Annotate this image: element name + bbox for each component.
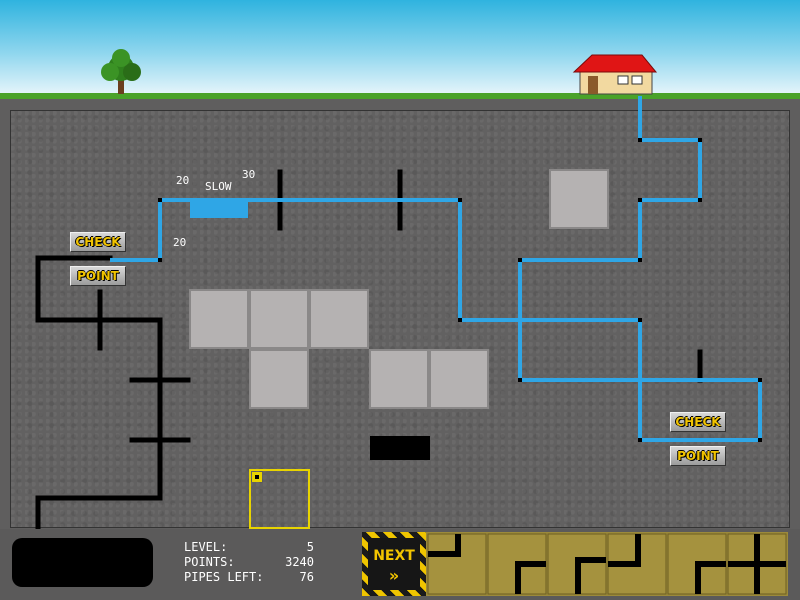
point-button-left[interactable]: POINT xyxy=(70,266,126,286)
queue-tile-1 xyxy=(427,533,487,595)
slow-right-value: 30 xyxy=(242,168,256,181)
black-block xyxy=(370,436,430,460)
points-label: POINTS: xyxy=(184,555,235,569)
obstacle-block xyxy=(549,169,609,229)
point-button-right[interactable]: POINT xyxy=(670,446,726,466)
slow-below-value: 20 xyxy=(173,236,187,249)
obstacle-blocks xyxy=(189,169,609,409)
obstacle-block xyxy=(249,289,309,349)
points-value: 3240 xyxy=(285,555,314,569)
pipes-left-label: PIPES LEFT: xyxy=(184,570,264,584)
queue-tile-3 xyxy=(547,533,607,595)
queue-tile-5 xyxy=(667,533,727,595)
obstacle-block xyxy=(249,349,309,409)
queue-tile-4 xyxy=(607,533,667,595)
next-arrow-icon: » xyxy=(388,566,400,585)
obstacle-block xyxy=(189,289,249,349)
slow-label: SLOW xyxy=(205,180,232,193)
queue-tile-2 xyxy=(487,533,547,595)
tree-icon xyxy=(101,49,141,94)
pipes-left-value: 76 xyxy=(299,570,314,584)
placement-cursor[interactable] xyxy=(249,469,310,529)
obstacle-block xyxy=(369,349,429,409)
water-tank-icon xyxy=(12,538,153,587)
level-stat: LEVEL: 5 xyxy=(184,540,314,555)
check-button-left[interactable]: CHECK xyxy=(70,232,126,252)
slow-left-value: 20 xyxy=(176,174,190,187)
obstacle-block xyxy=(309,289,369,349)
pipe-queue xyxy=(426,532,788,596)
obstacle-block xyxy=(429,349,489,409)
pipes-left-stat: PIPES LEFT: 76 xyxy=(184,570,314,585)
pipe-joints xyxy=(158,138,762,442)
slow-zone-bar xyxy=(190,200,248,218)
next-label: NEXT xyxy=(373,548,415,564)
check-button-right[interactable]: CHECK xyxy=(670,412,726,432)
level-value: 5 xyxy=(306,540,314,554)
level-label: LEVEL: xyxy=(184,540,228,554)
queue-tile-6 xyxy=(727,533,787,595)
next-button[interactable]: NEXT » xyxy=(362,532,426,596)
points-stat: POINTS: 3240 xyxy=(184,555,314,570)
house-icon xyxy=(572,54,658,95)
